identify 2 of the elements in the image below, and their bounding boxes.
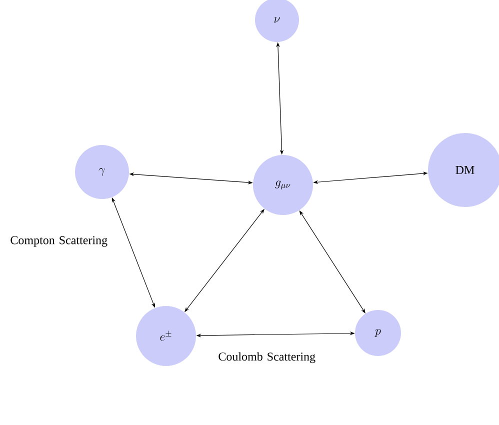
edge-label: Coulomb Scattering: [218, 352, 316, 364]
edge-label: Compton Scattering: [10, 236, 108, 247]
